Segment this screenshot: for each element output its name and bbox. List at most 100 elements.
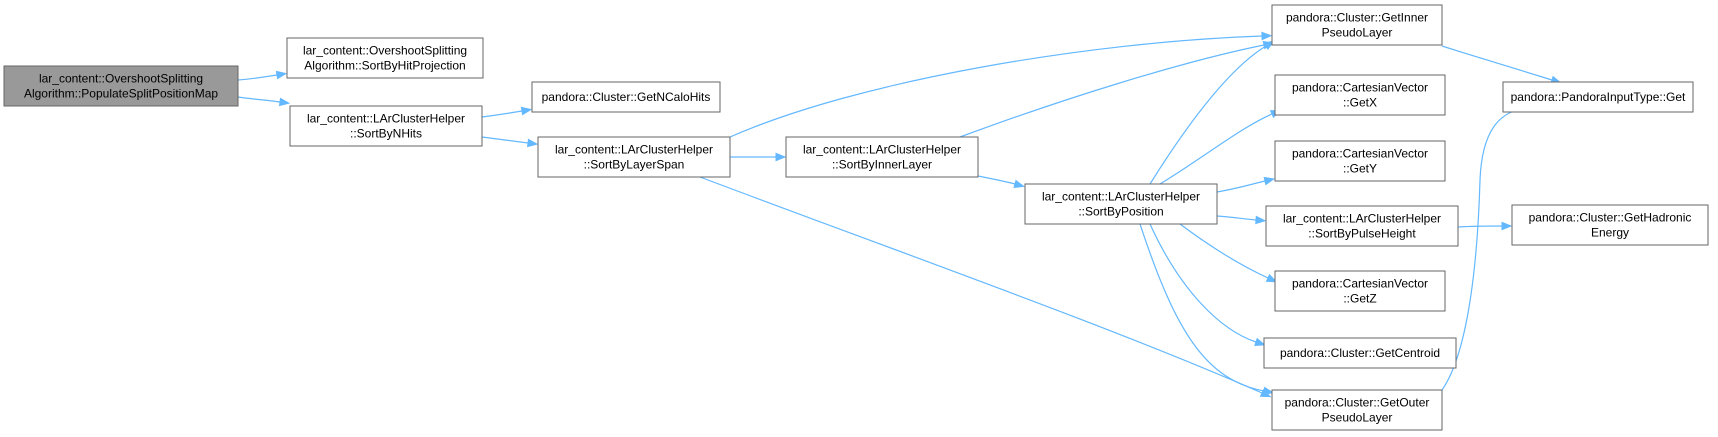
edge-sortbyposition-to-getcentroid	[1149, 223, 1266, 346]
edge-arrowhead	[775, 152, 787, 162]
node-box[interactable]	[3, 65, 239, 107]
edge-arrowhead	[1255, 215, 1267, 225]
node-gety[interactable]: pandora::CartesianVector::GetY	[1274, 140, 1446, 182]
node-getncalohits[interactable]: pandora::Cluster::GetNCaloHits	[531, 81, 721, 113]
edge-line	[959, 44, 1265, 138]
edge-line	[481, 110, 523, 118]
node-label-line: ::GetX	[1343, 96, 1377, 110]
node-label-line: Energy	[1591, 226, 1629, 240]
edge-arrowhead	[526, 138, 539, 148]
edge-arrowhead	[1013, 179, 1025, 189]
node-label-line: pandora::Cluster::GetHadronic	[1529, 211, 1692, 225]
node-label-line: pandora::CartesianVector	[1292, 277, 1428, 291]
edge-arrowhead	[1261, 31, 1273, 41]
node-box[interactable]	[531, 81, 721, 113]
edge-sortbyposition-to-sortbypulseheight	[1216, 215, 1267, 225]
edge-line	[1149, 223, 1257, 343]
node-label-line: lar_content::LArClusterHelper	[803, 143, 961, 157]
edge-arrowhead	[275, 70, 288, 80]
edge-arrowhead	[278, 97, 291, 107]
node-sortbyposition[interactable]: lar_content::LArClusterHelper::SortByPos…	[1024, 183, 1218, 225]
node-label-line: pandora::Cluster::GetNCaloHits	[542, 90, 711, 104]
node-box[interactable]	[1024, 183, 1218, 225]
node-label-line: PseudoLayer	[1322, 411, 1393, 425]
node-label-line: lar_content::LArClusterHelper	[1042, 190, 1200, 204]
edge-sortbylayerspan-to-sortbyinnerlayer	[730, 152, 787, 162]
edge-line	[1216, 215, 1257, 221]
node-label-line: PseudoLayer	[1322, 26, 1393, 40]
node-label-line: pandora::PandoraInputType::Get	[1511, 90, 1686, 104]
node-sortbypulseheight[interactable]: lar_content::LArClusterHelper::SortByPul…	[1265, 205, 1459, 247]
node-label-line: pandora::Cluster::GetCentroid	[1280, 346, 1440, 360]
node-sortbyhitproj[interactable]: lar_content::OvershootSplittingAlgorithm…	[286, 37, 484, 79]
node-box[interactable]	[785, 136, 979, 178]
edge-sortbyposition-to-getx	[1159, 109, 1282, 185]
node-box[interactable]	[1263, 337, 1457, 369]
node-label-line: lar_content::LArClusterHelper	[307, 112, 465, 126]
node-box[interactable]	[1502, 81, 1694, 113]
node-box[interactable]	[1274, 270, 1446, 312]
node-box[interactable]	[286, 37, 484, 79]
edges-layer	[237, 31, 1562, 398]
edge-line	[1149, 45, 1267, 185]
edge-arrowhead	[1263, 40, 1275, 50]
node-box[interactable]	[1271, 389, 1443, 431]
node-sortbylayerspan[interactable]: lar_content::LArClusterHelper::SortByLay…	[537, 136, 731, 178]
edge-line	[977, 175, 1016, 185]
node-getx[interactable]: pandora::CartesianVector::GetX	[1274, 74, 1446, 116]
node-getcentroid[interactable]: pandora::Cluster::GetCentroid	[1263, 337, 1457, 369]
edge-line	[1441, 107, 1541, 391]
node-label-line: ::SortByLayerSpan	[584, 158, 685, 172]
edge-line	[1441, 45, 1553, 81]
node-label-line: lar_content::OvershootSplitting	[303, 44, 467, 58]
edge-sortbynhits-to-getncalohits	[481, 106, 533, 118]
node-label-line: ::SortByPosition	[1078, 205, 1163, 219]
edge-arrowhead	[520, 106, 533, 116]
edge-sortbyposition-to-gety	[1216, 176, 1276, 193]
edge-arrowhead	[1263, 176, 1276, 186]
node-getz[interactable]: pandora::CartesianVector::GetZ	[1274, 270, 1446, 312]
edge-line	[1139, 223, 1265, 392]
node-box[interactable]	[537, 136, 731, 178]
edge-root-to-sortbyhitproj	[237, 70, 288, 81]
edge-arrowhead	[1265, 273, 1278, 283]
edge-line	[1159, 113, 1273, 185]
edge-line	[481, 136, 529, 144]
edge-root-to-sortbynhits	[237, 96, 291, 107]
edge-arrowhead	[1254, 337, 1266, 346]
node-label-line: lar_content::LArClusterHelper	[1283, 212, 1441, 226]
node-box[interactable]	[1511, 204, 1709, 246]
node-label-line: ::SortByPulseHeight	[1308, 227, 1416, 241]
edge-sortbyinnerlayer-to-sortbyposition	[977, 175, 1025, 189]
node-box[interactable]	[1274, 140, 1446, 182]
edge-getouter-to-pandorainputtype	[1441, 103, 1551, 391]
node-label-line: lar_content::OvershootSplitting	[39, 72, 203, 86]
node-label-line: lar_content::LArClusterHelper	[555, 143, 713, 157]
node-root[interactable]: lar_content::OvershootSplittingAlgorithm…	[3, 65, 239, 107]
edge-sortbynhits-to-sortbylayerspan	[481, 136, 539, 148]
edge-getinner-to-pandorainputtype	[1441, 45, 1562, 84]
node-pandorainputtype[interactable]: pandora::PandoraInputType::Get	[1502, 81, 1694, 113]
edge-line	[729, 35, 1263, 138]
nodes-layer: lar_content::OvershootSplittingAlgorithm…	[3, 4, 1709, 431]
edge-line	[1179, 223, 1269, 279]
node-label-line: pandora::Cluster::GetOuter	[1285, 396, 1430, 410]
edge-sortbylayerspan-to-getinner	[729, 31, 1273, 138]
node-label-line: pandora::Cluster::GetInner	[1286, 11, 1428, 25]
node-label-line: ::GetZ	[1343, 292, 1376, 306]
node-label-line: ::SortByNHits	[350, 127, 422, 141]
node-box[interactable]	[1274, 74, 1446, 116]
node-box[interactable]	[289, 105, 483, 147]
node-sortbynhits[interactable]: lar_content::LArClusterHelper::SortByNHi…	[289, 105, 483, 147]
edge-line	[237, 74, 278, 81]
node-box[interactable]	[1271, 4, 1443, 46]
node-box[interactable]	[1265, 205, 1459, 247]
node-sortbyinnerlayer[interactable]: lar_content::LArClusterHelper::SortByInn…	[785, 136, 979, 178]
edge-line	[237, 96, 281, 103]
edge-sortbyposition-to-getz	[1179, 223, 1278, 283]
node-label-line: Algorithm::PopulateSplitPositionMap	[24, 87, 218, 101]
